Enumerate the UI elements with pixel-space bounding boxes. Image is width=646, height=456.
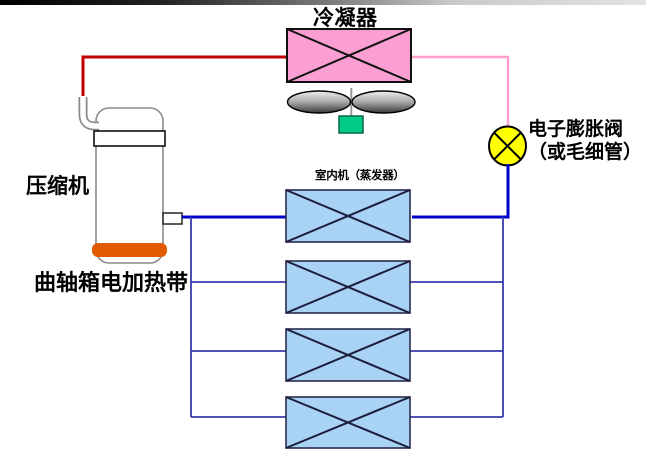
condenser-fan: [286, 88, 416, 134]
expansion-valve-label-line1: 电子膨胀阀: [528, 119, 624, 140]
liquid-line-pink: [411, 55, 510, 128]
condenser-diagonal: [286, 28, 412, 83]
expansion-valve-label: 电子膨胀阀 （或毛细管）: [528, 118, 642, 164]
valve-cross: [493, 132, 522, 160]
expansion-valve-symbol: [488, 125, 527, 167]
right-branch-manifold: [410, 217, 504, 418]
evaporator-2: [285, 260, 411, 314]
compressor-top-band: [93, 130, 166, 147]
fan-motor: [338, 115, 364, 134]
left-branch-manifold: [190, 217, 286, 418]
evaporator-1: [285, 189, 411, 243]
valve-to-evaporator-line: [412, 164, 510, 219]
discharge-line-red: [81, 55, 287, 97]
fan-blade-left: [286, 90, 352, 114]
compressor-symbol: [78, 96, 183, 264]
evaporator-3: [285, 328, 411, 382]
evaporator-diagonal: [285, 328, 411, 382]
evaporator-diagonal: [285, 189, 411, 243]
indoor-units-label: 室内机（蒸发器）: [315, 170, 405, 182]
crankcase-heater-label: 曲轴箱电加热带: [34, 270, 189, 295]
crankcase-heater-band: [92, 243, 167, 257]
evaporator-diagonal: [285, 396, 411, 449]
top-divider-bar: [0, 0, 646, 5]
condenser-label: 冷凝器: [313, 7, 378, 30]
fan-blade-right: [351, 90, 416, 114]
evaporator-4: [285, 396, 411, 449]
condenser-symbol: [286, 28, 412, 83]
expansion-valve-label-line2: （或毛细管）: [528, 142, 643, 163]
compressor-suction-port: [162, 212, 183, 225]
suction-pipe-bore: [80, 96, 100, 129]
compressor-label: 压缩机: [26, 175, 89, 198]
evaporator-diagonal: [285, 260, 411, 314]
